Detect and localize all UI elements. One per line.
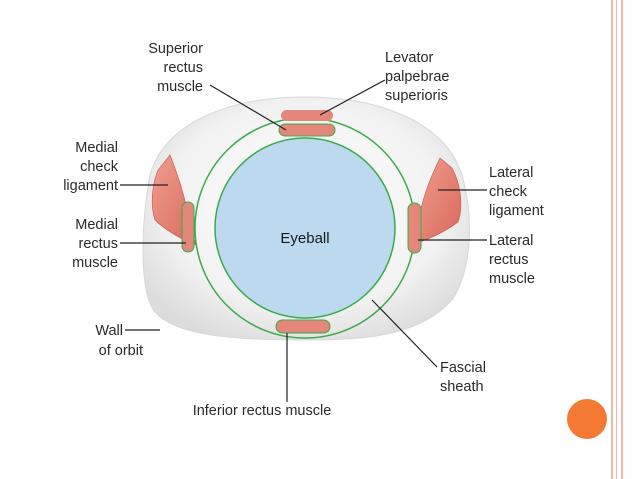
label-medial-check-1: Medial bbox=[75, 140, 118, 156]
label-medial-rectus-1: Medial bbox=[75, 217, 118, 233]
label-medial-rectus-2: rectus bbox=[79, 236, 119, 252]
label-lateral-check-1: Lateral bbox=[489, 165, 533, 181]
label-lateral-rectus-2: rectus bbox=[489, 252, 529, 268]
eyeball-label: Eyeball bbox=[280, 230, 329, 247]
slide-border-line bbox=[616, 0, 617, 479]
lateral-rectus-muscle bbox=[407, 202, 422, 254]
label-lateral-rectus-3: muscle bbox=[489, 271, 535, 287]
leader-lines bbox=[120, 79, 487, 402]
medial-rectus-muscle bbox=[181, 201, 195, 253]
label-levator-3: superioris bbox=[385, 88, 448, 104]
eyeball bbox=[214, 137, 396, 319]
label-fascial-sheath-1: Fascial bbox=[440, 360, 486, 376]
levator-palpebrae-muscle bbox=[281, 110, 333, 121]
label-levator-1: Levator bbox=[385, 50, 434, 66]
slide-border-line bbox=[611, 0, 613, 479]
label-lateral-check-3: ligament bbox=[489, 203, 544, 219]
label-medial-rectus-3: muscle bbox=[72, 255, 118, 271]
label-inferior-rectus: Inferior rectus muscle bbox=[193, 403, 332, 419]
label-wall-orbit-1: Wall bbox=[95, 323, 123, 339]
inferior-rectus-muscle bbox=[275, 319, 331, 334]
label-medial-check-2: check bbox=[80, 159, 119, 175]
label-wall-orbit-2: of orbit bbox=[99, 343, 143, 359]
orange-circle-bullet bbox=[567, 399, 607, 439]
label-superior-rectus-1: Superior bbox=[148, 41, 203, 57]
slide-border-line bbox=[621, 0, 623, 479]
superior-rectus-muscle bbox=[278, 123, 336, 137]
label-lateral-check-2: check bbox=[489, 184, 528, 200]
label-fascial-sheath-2: sheath bbox=[440, 379, 484, 395]
label-levator-2: palpebrae bbox=[385, 69, 450, 85]
label-medial-check-3: ligament bbox=[63, 178, 118, 194]
label-superior-rectus-3: muscle bbox=[157, 79, 203, 95]
label-lateral-rectus-1: Lateral bbox=[489, 233, 533, 249]
label-superior-rectus-2: rectus bbox=[164, 60, 204, 76]
